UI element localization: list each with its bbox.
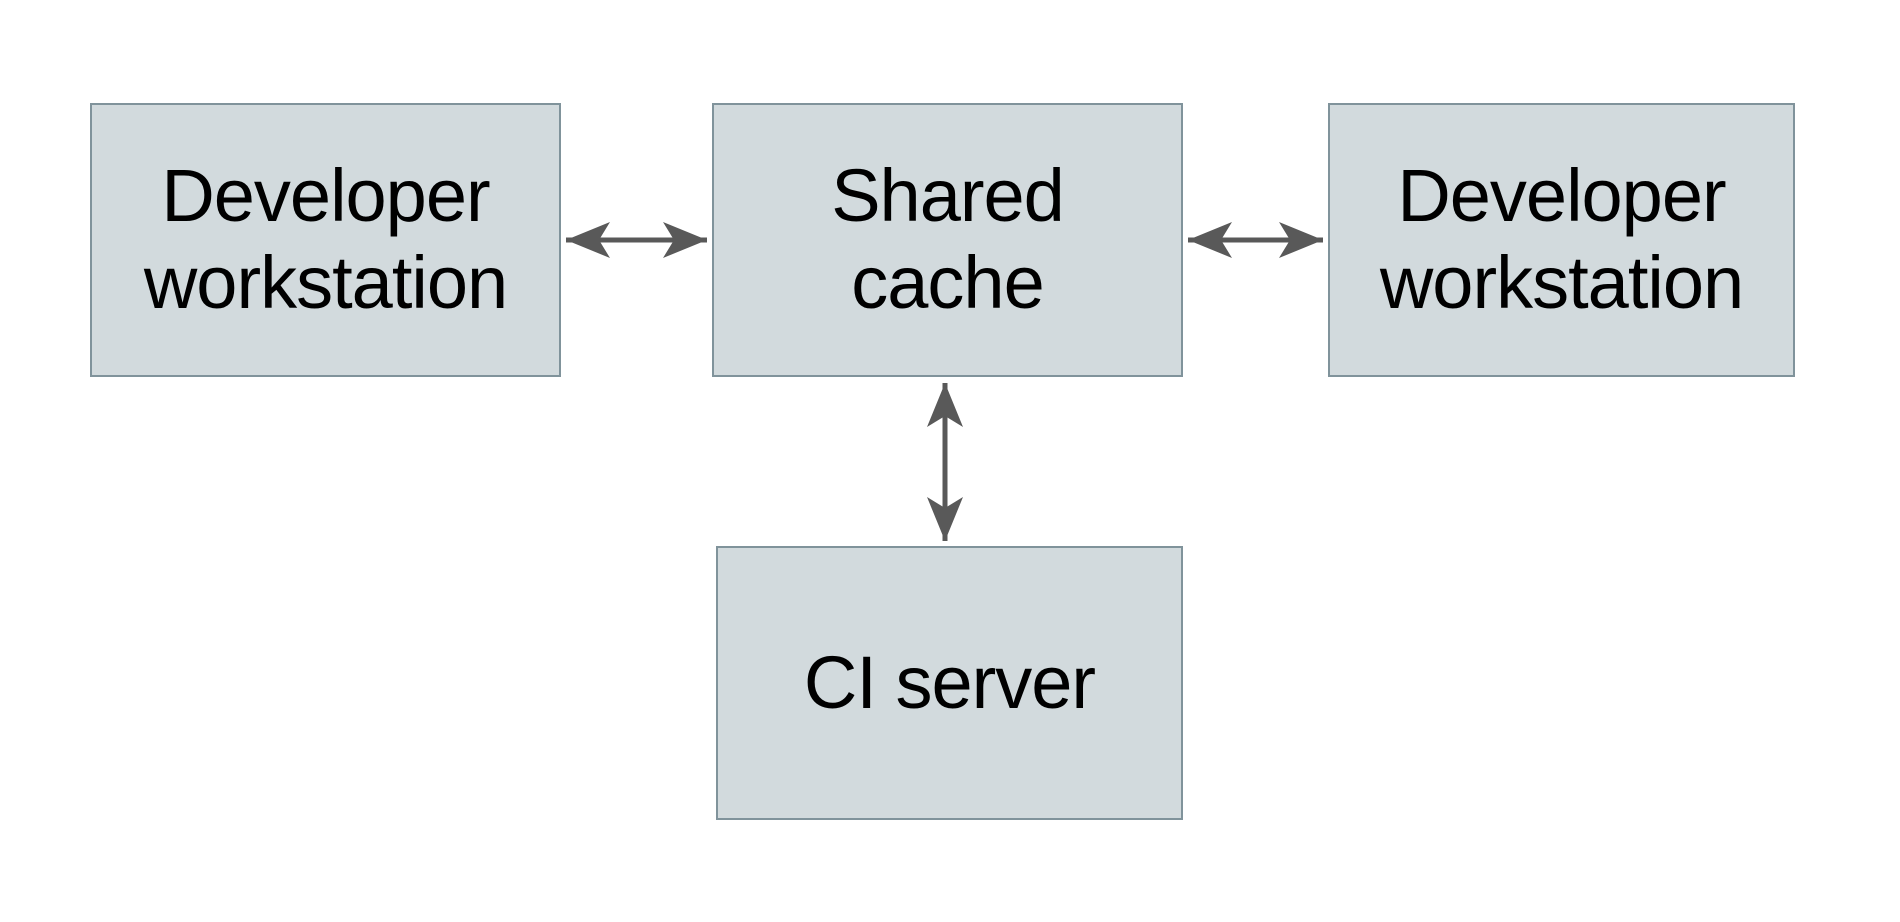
node-label: CI server [803,640,1096,727]
node-label-line: Developer [161,154,490,238]
node-label: Developer workstation [1379,153,1744,326]
node-developer-workstation-left: Developer workstation [90,103,561,377]
node-label: Developer workstation [143,153,508,326]
node-label-line: workstation [1379,241,1744,324]
node-label-line: cache [851,241,1044,324]
node-label-line: CI server [803,640,1096,724]
node-developer-workstation-right: Developer workstation [1328,103,1795,377]
node-label-line: Shared [831,154,1065,238]
node-label-line: workstation [143,241,508,324]
node-ci-server: CI server [716,546,1183,820]
node-shared-cache: Shared cache [712,103,1183,377]
node-label-line: Developer [1397,154,1726,238]
node-label: Shared cache [831,153,1065,326]
